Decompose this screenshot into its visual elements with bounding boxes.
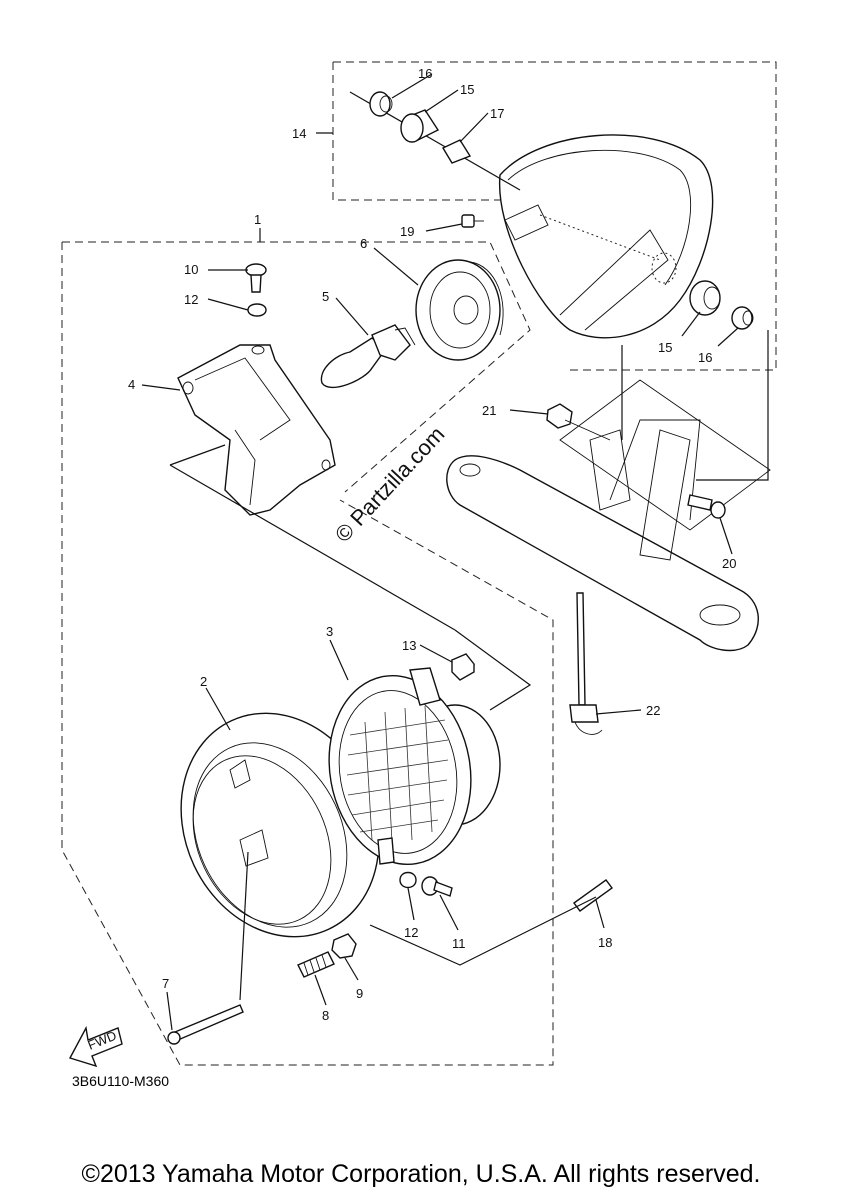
nut-9 [331, 933, 357, 959]
callout-13: 13 [402, 638, 416, 653]
callout-17: 17 [490, 106, 504, 121]
callout-8: 8 [322, 1008, 329, 1023]
bolt-20 [687, 494, 726, 519]
headlight-lens-unit-3 [328, 667, 501, 866]
fwd-arrow-icon: FWD [68, 1025, 123, 1068]
bulb-5 [320, 324, 416, 389]
group-1-outline [61, 241, 554, 1066]
callout-18: 18 [598, 935, 612, 950]
screw-10 [245, 263, 267, 293]
collar-16-top [369, 91, 393, 117]
pin-17 [442, 139, 472, 164]
callout-4: 4 [128, 377, 135, 392]
nut-13 [450, 653, 476, 681]
washer-12-bottom [399, 871, 417, 889]
callout-6: 6 [360, 236, 367, 251]
bushing-15-top [400, 109, 440, 143]
callout-9: 9 [356, 986, 363, 1001]
callout-5: 5 [322, 289, 329, 304]
screw-7 [167, 1004, 244, 1045]
callout-15-bottom: 15 [658, 340, 672, 355]
callout-22: 22 [646, 703, 660, 718]
socket-cover-6 [415, 259, 504, 361]
callout-12-bottom: 12 [404, 925, 418, 940]
headlight-stay-4 [177, 344, 336, 516]
tube-18 [573, 879, 613, 912]
screw-11 [421, 876, 453, 897]
group-14-outline [332, 61, 777, 371]
callout-numbers: 1 2 3 4 5 6 7 8 9 10 11 12 12 13 14 15 1… [128, 66, 736, 1023]
callout-21: 21 [482, 403, 496, 418]
callout-leaders [141, 73, 739, 1031]
copyright-notice: ©2013 Yamaha Motor Corporation, U.S.A. A… [81, 1160, 761, 1188]
callout-2: 2 [200, 674, 207, 689]
bushing-15-bottom [689, 280, 721, 316]
cable-tie-22 [569, 592, 603, 735]
nut-21 [546, 403, 573, 429]
mounting-bracket [446, 345, 771, 652]
callout-16-bottom: 16 [698, 350, 712, 365]
collar-16-bottom [731, 306, 754, 330]
screw-19 [461, 214, 484, 228]
callout-16-top: 16 [418, 66, 432, 81]
callout-12-top: 12 [184, 292, 198, 307]
callout-7: 7 [162, 976, 169, 991]
callout-19: 19 [400, 224, 414, 239]
callout-15-top: 15 [460, 82, 474, 97]
washer-12-top [247, 303, 267, 317]
callout-10: 10 [184, 262, 198, 277]
callout-14: 14 [292, 126, 306, 141]
callout-11: 11 [452, 936, 466, 951]
callout-20: 20 [722, 556, 736, 571]
callout-1: 1 [254, 212, 261, 227]
spring-8 [297, 951, 335, 978]
headlight-housing-shell [349, 91, 714, 339]
diagram-code: 3B6U110-M360 [72, 1073, 170, 1089]
callout-3: 3 [326, 624, 333, 639]
